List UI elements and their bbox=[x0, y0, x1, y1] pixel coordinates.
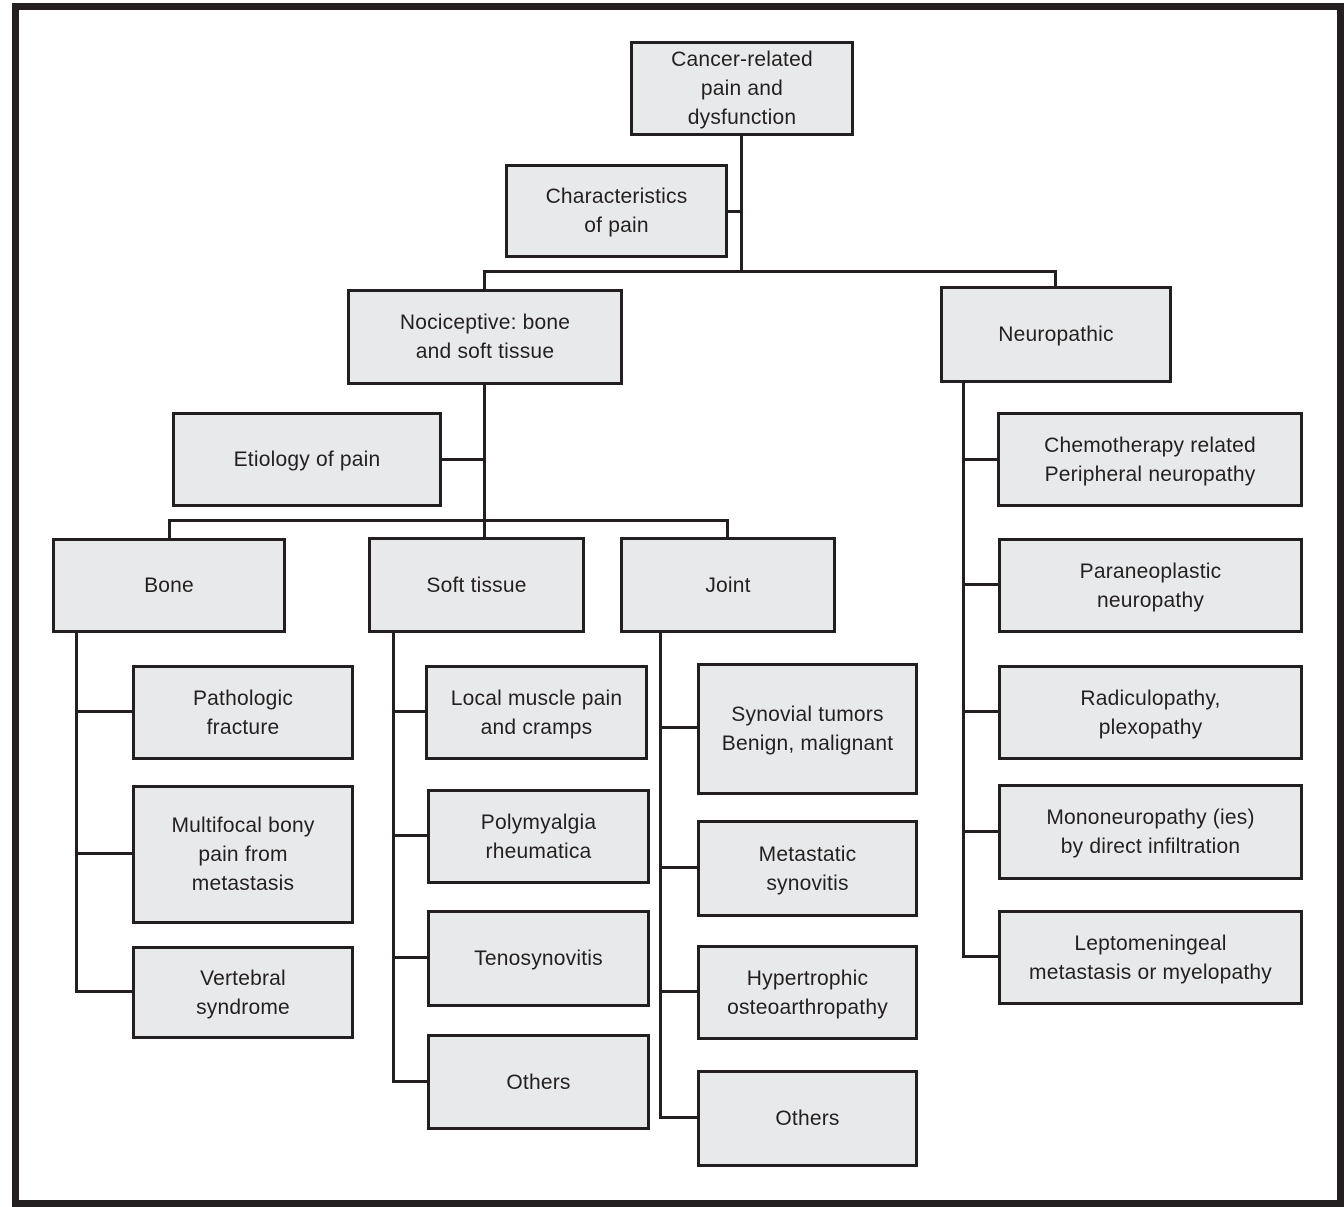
node-label: Joint bbox=[705, 573, 751, 597]
node-neuropathic: Neuropathic bbox=[940, 286, 1172, 383]
connector-joint-stub-4 bbox=[659, 1116, 697, 1119]
node-label: Soft tissue bbox=[426, 573, 527, 597]
connector-split2-horizontal bbox=[168, 519, 729, 522]
node-joint: Joint bbox=[620, 537, 836, 633]
connector-joint-stub-2 bbox=[659, 866, 697, 869]
node-label: Etiology of pain bbox=[233, 448, 381, 471]
node-tenosynovitis: Tenosynovitis bbox=[427, 910, 650, 1007]
connector-joint-stub-3 bbox=[659, 990, 697, 993]
node-mononeuropathy: Mononeuropathy (ies)by direct infiltrati… bbox=[998, 784, 1303, 880]
figure-border bbox=[12, 3, 1344, 1207]
connector-bone-stub-3 bbox=[75, 990, 132, 993]
node-radiculopathy-plexopathy: Radiculopathy,plexopathy bbox=[998, 665, 1303, 760]
connector-characteristics-stub bbox=[727, 210, 743, 213]
node-label: Radiculopathy,plexopathy bbox=[1080, 686, 1221, 739]
connector-neuropathic-stub-3 bbox=[962, 710, 998, 713]
node-label: Others bbox=[775, 1107, 840, 1130]
connector-bone-stub-2 bbox=[75, 852, 132, 855]
connector-neuropathic-vertical bbox=[962, 382, 965, 958]
connector-split1-drop-nociceptive bbox=[483, 270, 486, 291]
connector-etiology-stub bbox=[441, 458, 485, 461]
connector-soft-tissue-vertical bbox=[392, 633, 395, 1083]
connector-neuropathic-stub-1 bbox=[962, 458, 997, 461]
connector-split2-drop-soft-tissue bbox=[483, 519, 486, 539]
node-label: Mononeuropathy (ies)by direct infiltrati… bbox=[1046, 806, 1255, 858]
connector-bone-vertical bbox=[75, 632, 78, 993]
node-label: Tenosynovitis bbox=[474, 947, 603, 970]
connector-neuropathic-stub-4 bbox=[962, 830, 998, 833]
node-label: Bone bbox=[144, 574, 194, 597]
connector-root-vertical bbox=[740, 135, 743, 273]
connector-soft-tissue-stub-1 bbox=[392, 710, 425, 713]
connector-bone-stub-1 bbox=[75, 710, 132, 713]
connector-split1-horizontal bbox=[483, 270, 1057, 273]
connector-soft-tissue-stub-2 bbox=[392, 834, 427, 837]
connector-split1-drop-neuropathic bbox=[1054, 270, 1057, 288]
connector-split2-drop-bone bbox=[168, 519, 171, 539]
connector-joint-vertical bbox=[659, 633, 662, 1119]
node-label: Others bbox=[506, 1070, 571, 1094]
node-etiology-of-pain: Etiology of pain bbox=[172, 412, 442, 507]
connector-nociceptive-vertical bbox=[483, 384, 486, 522]
node-label: Neuropathic bbox=[998, 323, 1114, 346]
connector-neuropathic-stub-2 bbox=[962, 583, 998, 586]
connector-split2-drop-joint bbox=[726, 519, 729, 539]
connector-joint-stub-1 bbox=[659, 726, 697, 729]
node-soft-tissue: Soft tissue bbox=[368, 537, 585, 633]
connector-soft-tissue-stub-3 bbox=[392, 956, 427, 959]
connector-neuropathic-stub-5 bbox=[962, 955, 998, 958]
node-bone: Bone bbox=[52, 538, 286, 633]
connector-soft-tissue-stub-4 bbox=[392, 1080, 427, 1083]
node-joint-others: Others bbox=[697, 1070, 918, 1167]
node-soft-tissue-others: Others bbox=[427, 1034, 650, 1130]
